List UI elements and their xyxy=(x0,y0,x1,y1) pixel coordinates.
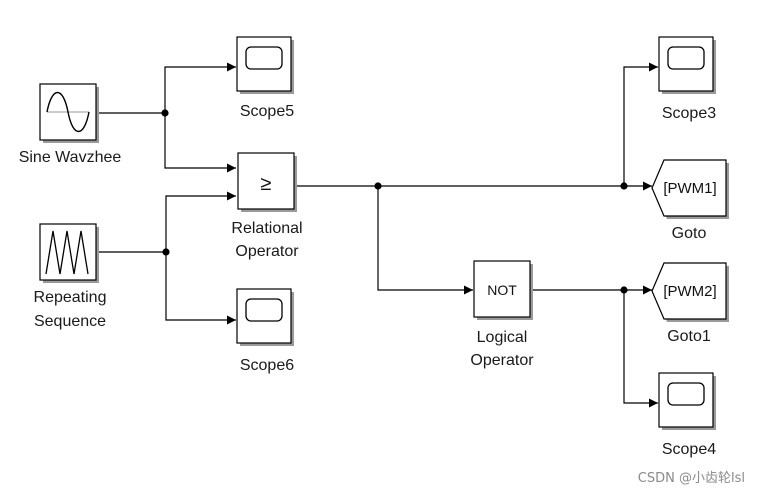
relational-label-line2: Operator xyxy=(235,243,299,260)
logical-symbol: NOT xyxy=(487,282,517,298)
junction-pwm1 xyxy=(620,182,628,190)
scope3-block[interactable] xyxy=(658,36,716,94)
repeating-sequence-block[interactable] xyxy=(39,223,99,283)
wire-to-scope5 xyxy=(164,62,236,113)
scope6-label: Scope6 xyxy=(240,357,294,374)
sine-wave-block[interactable] xyxy=(39,83,99,143)
scope-screen-icon xyxy=(245,298,283,322)
scope5-block[interactable] xyxy=(236,36,294,94)
wire-to-scope6 xyxy=(165,252,236,325)
logical-label-line1: Logical xyxy=(477,329,528,346)
goto-label: Goto xyxy=(672,225,707,242)
repeating-sequence-label-line1: Repeating xyxy=(34,289,107,306)
sine-wave-label: Sine Wavzhee xyxy=(19,149,122,166)
scope4-block[interactable] xyxy=(658,372,716,430)
goto-tag: [PWM1] xyxy=(663,180,716,197)
goto1-tag: [PWM2] xyxy=(663,283,716,300)
scope5-label: Scope5 xyxy=(240,103,294,120)
scope3-label: Scope3 xyxy=(662,105,716,122)
relational-symbol: ≥ xyxy=(261,173,272,195)
goto-block[interactable]: [PWM1] xyxy=(651,159,729,219)
goto1-block[interactable]: [PWM2] xyxy=(651,262,729,322)
watermark: CSDN @小齿轮lsl xyxy=(638,471,745,486)
wire-to-scope3 xyxy=(623,62,658,186)
junction-pwm2 xyxy=(620,286,628,294)
scope4-label: Scope4 xyxy=(662,441,716,458)
relational-operator-block[interactable]: ≥ xyxy=(237,152,297,212)
wire-to-relational-in2 xyxy=(165,191,236,252)
triangle-wave-icon xyxy=(45,230,89,275)
junction-sine xyxy=(161,109,169,117)
relational-label-line1: Relational xyxy=(231,220,302,237)
wire-to-logical xyxy=(377,186,473,295)
scope-screen-icon xyxy=(667,46,705,70)
scope-screen-icon xyxy=(667,382,705,406)
sine-curve-icon xyxy=(46,91,90,133)
repeating-sequence-label-line2: Sequence xyxy=(34,313,106,330)
junction-repeating xyxy=(162,248,170,256)
wire-to-relational-in1 xyxy=(164,113,236,173)
goto1-label: Goto1 xyxy=(667,328,711,345)
wire-to-scope4 xyxy=(623,290,658,408)
logical-operator-block[interactable]: NOT xyxy=(473,260,533,320)
logical-label-line2: Operator xyxy=(470,352,534,369)
scope6-block[interactable] xyxy=(236,288,294,346)
scope-screen-icon xyxy=(245,46,283,70)
